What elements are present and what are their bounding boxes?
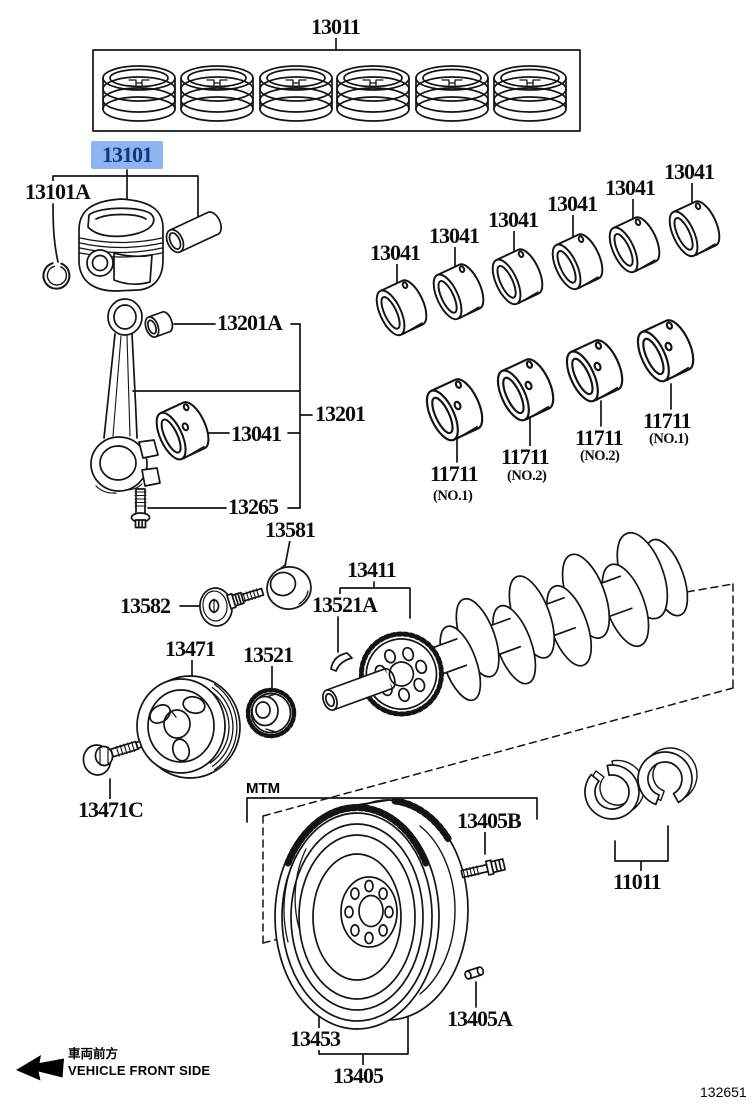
label-ring-gear[interactable]: 13453 bbox=[289, 1026, 341, 1051]
label-crank-bearing-5[interactable]: 13041 bbox=[604, 175, 656, 200]
label-crank-key[interactable]: 13521A bbox=[311, 592, 378, 617]
label-crank-bearing-4[interactable]: 13041 bbox=[546, 191, 598, 216]
label-timing-gear[interactable]: 13521 bbox=[242, 642, 294, 667]
label-pulley-bolt[interactable]: 13471C bbox=[77, 797, 144, 822]
pulley-bolt-drawing bbox=[82, 740, 143, 776]
text-front-side-en: VEHICLE FRONT SIDE bbox=[68, 1063, 211, 1078]
pin-snap-ring-drawing bbox=[42, 262, 71, 290]
label-main-bearing-2[interactable]: 11711 bbox=[500, 444, 550, 469]
label-part-13582[interactable]: 13582 bbox=[119, 593, 171, 618]
label-thrust-washer[interactable]: 11011 bbox=[612, 869, 662, 894]
label-crank-bearing-1[interactable]: 13041 bbox=[369, 240, 421, 265]
front-direction-arrow-icon bbox=[16, 1055, 64, 1081]
label-crank-pulley[interactable]: 13471 bbox=[164, 636, 216, 661]
label-rod-bearing[interactable]: 13041 bbox=[230, 421, 282, 446]
label-piston[interactable]: 13101 bbox=[91, 141, 163, 169]
rod-bolt-drawing bbox=[130, 488, 151, 529]
part-13582-drawing bbox=[199, 587, 265, 627]
crank-pulley-drawing bbox=[136, 675, 241, 779]
piston-pin-drawing bbox=[162, 208, 226, 256]
label-main-bearing-1[interactable]: 11711 bbox=[429, 461, 479, 486]
crankshaft-drawing bbox=[322, 531, 689, 717]
rod-bush-drawing bbox=[141, 309, 176, 340]
label-rod-bush[interactable]: 13201A bbox=[216, 310, 283, 335]
label-main-bearing-1-pos: (NO.1) bbox=[432, 488, 474, 504]
label-main-bearing-2-pos: (NO.2) bbox=[506, 468, 548, 484]
label-main-bearing-4[interactable]: 11711 bbox=[642, 408, 692, 433]
label-rod-assy[interactable]: 13201 bbox=[314, 401, 366, 426]
label-crank-bearing-3[interactable]: 13041 bbox=[487, 207, 539, 232]
crank-key-drawing bbox=[330, 652, 353, 672]
text-front-side-jp: 車両前方 bbox=[68, 1047, 119, 1061]
label-main-bearing-3-pos: (NO.2) bbox=[579, 448, 621, 464]
flywheel-pin-drawing bbox=[464, 966, 485, 980]
label-rod-bolt[interactable]: 13265 bbox=[227, 494, 279, 519]
thrust-washer-drawing bbox=[584, 747, 698, 820]
label-crank-bearing-2[interactable]: 13041 bbox=[428, 223, 480, 248]
label-pin-snap-ring[interactable]: 13101A bbox=[24, 179, 91, 204]
label-main-bearing-4-pos: (NO.1) bbox=[648, 431, 690, 447]
rod-bearing-drawing bbox=[151, 398, 215, 464]
label-flywheel[interactable]: 13405 bbox=[332, 1063, 384, 1088]
label-flywheel-bolt[interactable]: 13405B bbox=[456, 808, 522, 833]
label-piston-text: 13101 bbox=[102, 142, 153, 167]
text-figure-number: 132651 bbox=[700, 1084, 747, 1100]
flywheel-drawing bbox=[274, 797, 469, 1030]
flywheel-bolt-drawing bbox=[460, 858, 506, 879]
timing-gear-drawing bbox=[245, 687, 297, 739]
piston-drawing bbox=[78, 198, 164, 292]
label-ring-set[interactable]: 13011 bbox=[310, 14, 361, 39]
label-main-bearing-3[interactable]: 11711 bbox=[574, 425, 624, 450]
label-crank-bearing-6[interactable]: 13041 bbox=[663, 159, 715, 184]
label-mtm-note: MTM bbox=[246, 780, 281, 797]
label-flywheel-pin[interactable]: 13405A bbox=[446, 1006, 513, 1031]
part-13581-drawing bbox=[266, 563, 312, 610]
ring-set-box-drawing bbox=[92, 49, 581, 132]
connecting-rod-drawing bbox=[90, 298, 161, 494]
crank-bearing-row-drawing bbox=[370, 196, 727, 341]
label-part-13581[interactable]: 13581 bbox=[264, 517, 316, 542]
label-crankshaft[interactable]: 13411 bbox=[346, 557, 397, 582]
